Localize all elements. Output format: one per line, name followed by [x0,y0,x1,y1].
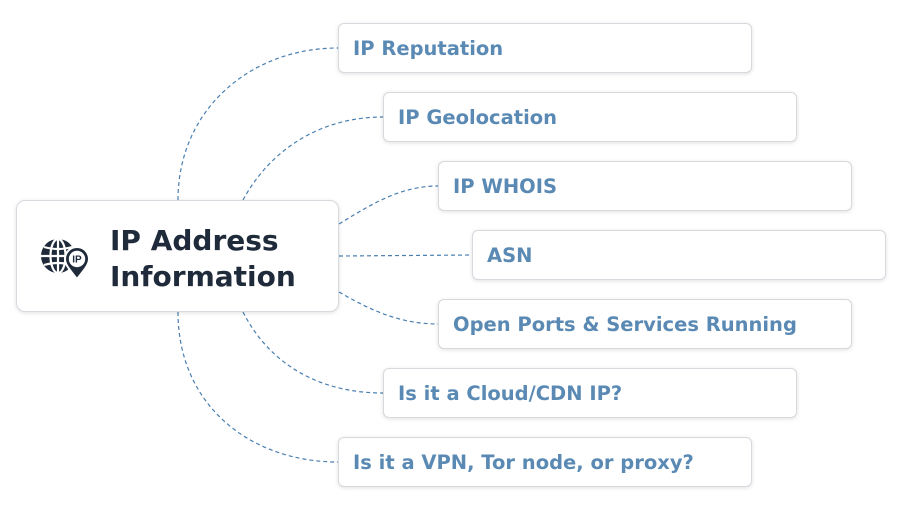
connector-ip-geolocation [242,116,384,201]
central-topic-title-line1: IP Address [110,224,279,257]
central-topic-title: IP Address Information [110,223,330,295]
connector-ip-reputation [177,47,339,201]
branch-node-open-ports: Open Ports & Services Running [438,299,852,349]
branch-node-ip-reputation: IP Reputation [338,23,752,73]
connector-cloud-cdn [242,311,384,394]
branch-node-vpn-tor-proxy: Is it a VPN, Tor node, or proxy? [338,437,752,487]
branch-label: IP Geolocation [398,105,558,129]
globe-ip-pin-icon: IP [37,235,93,281]
connector-ip-whois [338,185,439,225]
connector-open-ports [338,291,439,325]
connector-vpn-tor-proxy [177,311,339,463]
branch-label: Open Ports & Services Running [453,312,797,336]
central-topic-title-line2: Information [110,260,296,293]
connector-asn [338,254,473,257]
branch-label: ASN [487,243,533,267]
branch-node-asn: ASN [472,230,886,280]
branch-label: Is it a Cloud/CDN IP? [398,381,623,405]
branch-node-cloud-cdn: Is it a Cloud/CDN IP? [383,368,797,418]
branch-label: IP WHOIS [453,174,558,198]
branch-label: IP Reputation [353,36,504,60]
branch-label: Is it a VPN, Tor node, or proxy? [353,450,694,474]
branch-node-ip-geolocation: IP Geolocation [383,92,797,142]
central-topic-node: IP IP Address Information [16,200,339,312]
branch-node-ip-whois: IP WHOIS [438,161,852,211]
ip-badge-text: IP [72,255,82,266]
